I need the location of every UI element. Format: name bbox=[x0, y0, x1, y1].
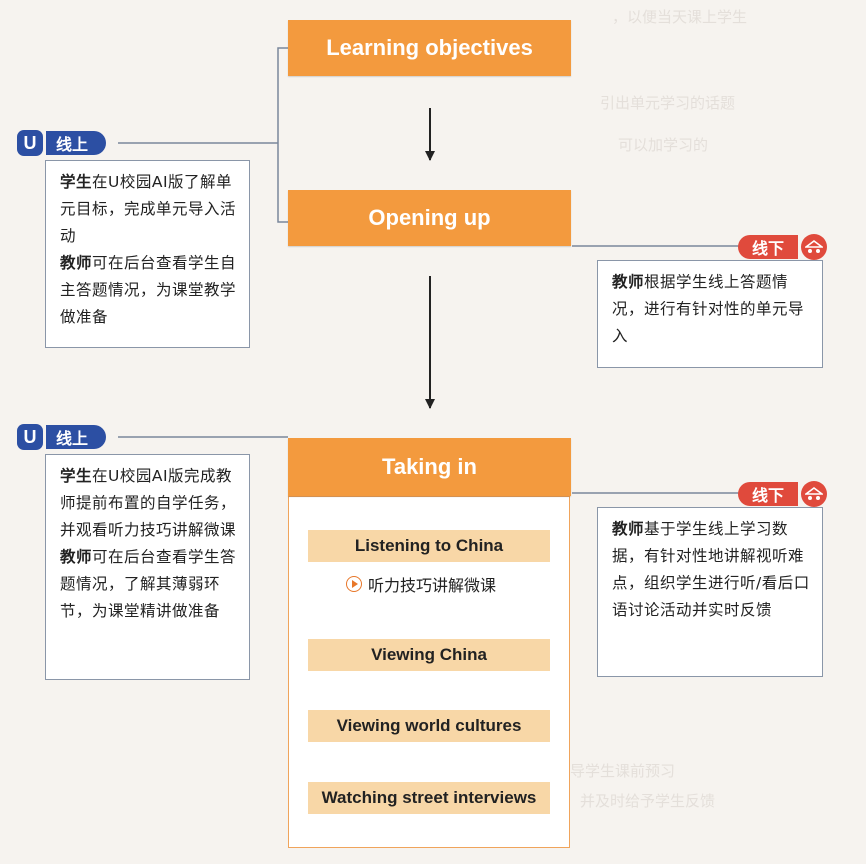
online-tag-2: U 线上 bbox=[17, 424, 107, 450]
teacher-text: 基于学生线上学习数据，有针对性地讲解视听难点，组织学生进行听/看后口语讨论活动并… bbox=[612, 520, 810, 619]
online-note-1: 学生在U校园AI版了解单元目标，完成单元导入活动 教师可在后台查看学生自主答题情… bbox=[45, 160, 250, 348]
play-circle-icon bbox=[346, 576, 362, 592]
teacher-role: 教师 bbox=[612, 520, 645, 538]
item-viewing-china: Viewing China bbox=[308, 639, 550, 671]
student-text: 在U校园AI版了解单元目标，完成单元导入活动 bbox=[60, 173, 237, 245]
offline-note-2: 教师基于学生线上学习数据，有针对性地讲解视听难点，组织学生进行听/看后口语讨论活… bbox=[597, 507, 823, 677]
offline-tag-2: 线下 bbox=[738, 481, 828, 507]
student-role: 学生 bbox=[60, 173, 93, 191]
teacher-role: 教师 bbox=[612, 273, 645, 291]
stage-opening-up: Opening up bbox=[288, 190, 571, 246]
micro-lesson-link[interactable]: 听力技巧讲解微课 bbox=[346, 572, 496, 596]
teacher-text: 根据学生线上答题情况，进行有针对性的单元导入 bbox=[612, 273, 805, 345]
stage-taking-in: Taking in bbox=[288, 438, 571, 496]
u-campus-icon: U bbox=[17, 424, 43, 450]
offline-note-1: 教师根据学生线上答题情况，进行有针对性的单元导入 bbox=[597, 260, 823, 368]
classroom-icon bbox=[801, 481, 828, 507]
stage-learning-objectives: Learning objectives bbox=[288, 20, 571, 76]
u-campus-icon: U bbox=[17, 130, 43, 156]
item-viewing-world-cultures: Viewing world cultures bbox=[308, 710, 550, 742]
item-listening-to-china: Listening to China bbox=[308, 530, 550, 562]
online-tag-label: 线上 bbox=[46, 425, 107, 449]
offline-tag-label: 线下 bbox=[738, 482, 799, 506]
offline-tag-label: 线下 bbox=[738, 235, 799, 259]
online-note-2: 学生在U校园AI版完成教师提前布置的自学任务，并观看听力技巧讲解微课 教师可在后… bbox=[45, 454, 250, 680]
item-watching-street-interviews: Watching street interviews bbox=[308, 782, 550, 814]
offline-tag-1: 线下 bbox=[738, 234, 828, 260]
teacher-role: 教师 bbox=[60, 548, 93, 566]
micro-lesson-label: 听力技巧讲解微课 bbox=[368, 576, 497, 595]
teacher-role: 教师 bbox=[60, 254, 93, 272]
student-role: 学生 bbox=[60, 467, 93, 485]
classroom-icon bbox=[801, 234, 828, 260]
student-text: 在U校园AI版完成教师提前布置的自学任务，并观看听力技巧讲解微课 bbox=[60, 467, 237, 539]
online-tag-1: U 线上 bbox=[17, 130, 107, 156]
teacher-text: 可在后台查看学生自主答题情况，为课堂教学做准备 bbox=[60, 254, 237, 326]
teacher-text: 可在后台查看学生答题情况，了解其薄弱环节，为课堂精讲做准备 bbox=[60, 548, 237, 620]
online-tag-label: 线上 bbox=[46, 131, 107, 155]
